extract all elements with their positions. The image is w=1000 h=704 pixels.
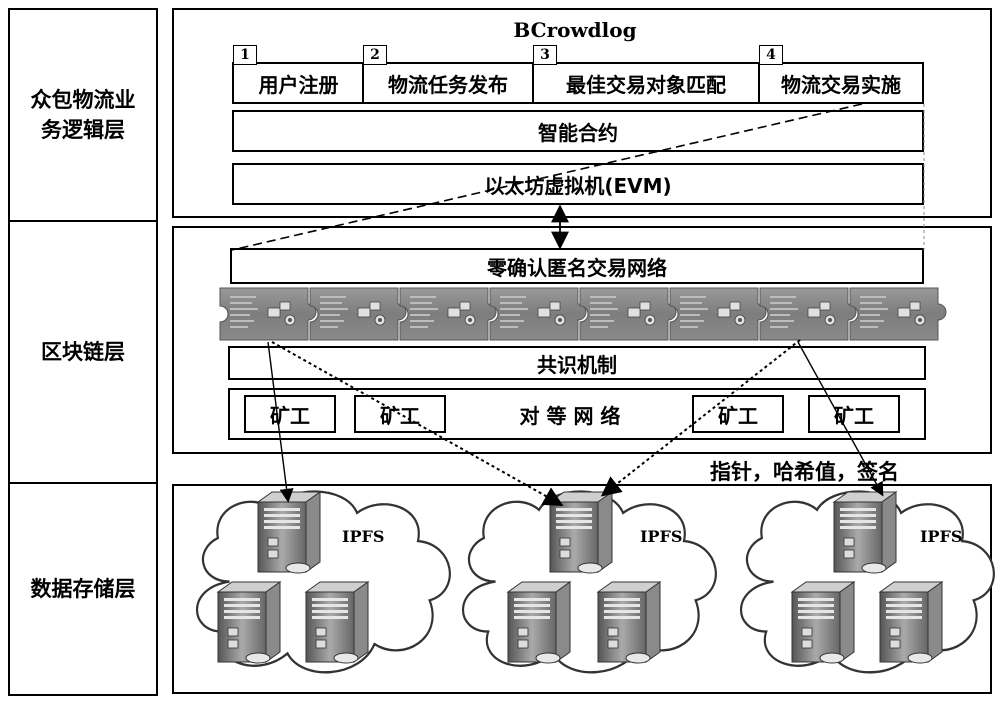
step-number-3: 3: [533, 45, 557, 65]
miner-box: 矿工: [692, 395, 784, 433]
step-4: 物流交易实施: [760, 64, 922, 102]
steps-row: [232, 62, 924, 104]
blockchain-layer-panel: [172, 226, 992, 454]
step-2-label: 物流任务发布: [388, 72, 508, 97]
storage-layer-panel: [172, 484, 992, 694]
business-layer-label: 众包物流业务逻辑层: [8, 8, 158, 222]
step-3: 最佳交易对象匹配: [534, 64, 758, 102]
smart-contract-box: 智能合约: [232, 110, 924, 152]
blockchain-layer-label: 区块链层: [8, 220, 158, 484]
step-3-label: 最佳交易对象匹配: [566, 72, 726, 97]
step-divider: [758, 64, 760, 102]
consensus-label: 共识机制: [537, 352, 617, 377]
bcrowdlog-title: BCrowdlog: [513, 18, 637, 42]
evm-box: 以太坊虚拟机(EVM): [232, 163, 924, 205]
p2p-network-label: 对 等 网 络: [519, 404, 621, 428]
step-divider: [532, 64, 534, 102]
ipfs-label: IPFS: [920, 527, 963, 546]
ipfs-label: IPFS: [640, 527, 683, 546]
miner-label: 矿工: [834, 403, 874, 428]
step-number-2: 2: [363, 45, 387, 65]
step-number-1: 1: [233, 45, 257, 65]
ipfs-label: IPFS: [342, 527, 385, 546]
step-number-4: 4: [759, 45, 783, 65]
p2p-network-box: [228, 388, 926, 440]
step-1: 用户注册: [234, 64, 363, 102]
miner-box: 矿工: [808, 395, 900, 433]
business-layer-panel: [172, 8, 992, 218]
evm-label: 以太坊虚拟机(EVM): [484, 173, 672, 198]
storage-layer-label: 数据存储层: [8, 482, 158, 696]
step-1-label: 用户注册: [258, 72, 339, 97]
miner-box: 矿工: [244, 395, 336, 433]
miner-label: 矿工: [718, 403, 758, 428]
step-divider: [362, 64, 364, 102]
transaction-network-label: 零确认匿名交易网络: [487, 255, 667, 280]
transaction-network-box: 零确认匿名交易网络: [230, 248, 924, 284]
storage-annotation: 指针，哈希值，签名: [710, 460, 899, 484]
smart-contract-label: 智能合约: [538, 120, 618, 145]
blockchain-layer-text: 区块链层: [41, 340, 125, 364]
step-4-label: 物流交易实施: [781, 72, 901, 97]
business-layer-text: 众包物流业务逻辑层: [30, 88, 136, 142]
storage-layer-text: 数据存储层: [30, 577, 136, 601]
step-2: 物流任务发布: [364, 64, 532, 102]
